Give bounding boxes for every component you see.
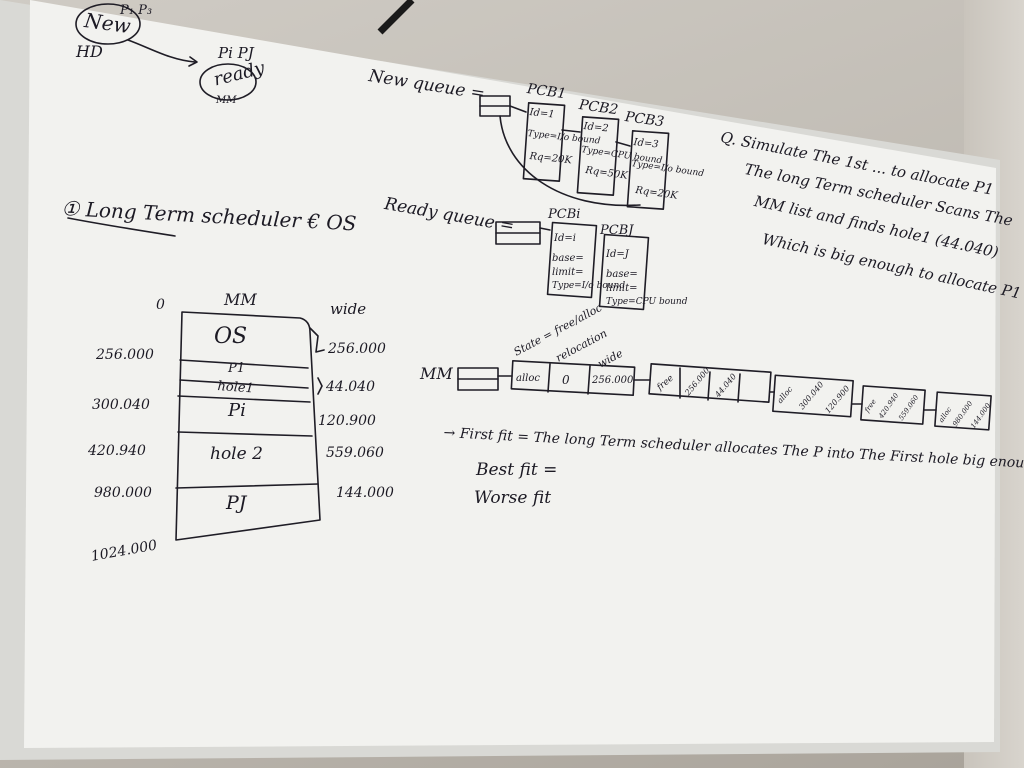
pcb-links [561, 129, 631, 147]
address-300040: 300.040 [92, 397, 150, 413]
partition-line [179, 359, 309, 369]
pcbi-base: base= [552, 253, 584, 264]
block-p1: P1 [228, 361, 246, 376]
pcb3-box [626, 130, 670, 210]
queue-tail-arrow [499, 115, 641, 207]
pcbi-limit: limit= [552, 267, 584, 278]
block-os: OS [214, 324, 248, 349]
mm-node-2 [648, 363, 772, 403]
worse-fit-text: Worse fit [474, 488, 552, 508]
mm-node-5 [934, 391, 992, 431]
node-dividers [633, 367, 741, 403]
new-to-ready-arrow [127, 39, 196, 63]
pcbj-limit: limit= [606, 283, 638, 294]
new-state-marks: P₁ P₃ [120, 3, 153, 18]
size-braces [309, 327, 325, 395]
arrow [457, 375, 513, 380]
marker-cable [377, 0, 415, 35]
partition-line [175, 483, 319, 489]
address-420940: 420.940 [88, 443, 146, 459]
pcbj-id: Id=J [606, 249, 629, 260]
pcbj-type: Type=CPU bound [606, 297, 688, 307]
pcbj-base: base= [606, 269, 638, 280]
arrowhead [188, 56, 198, 67]
pcbi-box [546, 221, 598, 299]
pcb1-box [522, 102, 566, 182]
arrow [539, 227, 551, 231]
pcbi-title: PCBi [548, 207, 581, 222]
pcbj-box [598, 233, 650, 311]
memory-zero: 0 [156, 297, 165, 313]
pcb2-box [576, 116, 620, 196]
node-dividers [547, 363, 591, 395]
mm-node-3 [772, 374, 854, 418]
node1-wide: 256.000 [592, 375, 634, 386]
size-144000: 144.000 [336, 485, 394, 501]
mm-node-4 [860, 385, 926, 425]
size-120900: 120.900 [318, 413, 376, 429]
node1-state: alloc [516, 373, 540, 384]
size-256000: 256.000 [328, 341, 386, 357]
board-surface [24, 0, 996, 748]
memory-outline [175, 311, 321, 541]
block-hole2: hole 2 [210, 444, 263, 464]
address-980000: 980.000 [94, 485, 152, 501]
partition-line [177, 395, 311, 403]
memory-wide-header: wide [330, 300, 367, 318]
block-pj: PJ [226, 492, 247, 514]
size-44040: 44.040 [326, 379, 375, 395]
process-labels: Pi PJ [218, 44, 254, 62]
node1-relocation: 0 [562, 373, 570, 387]
block-hole1: hole1 [217, 379, 255, 397]
pcbj-title: PCBJ [600, 223, 634, 238]
address-256000: 256.000 [96, 347, 154, 363]
hd-label: HD [76, 42, 103, 61]
arrow [769, 391, 863, 405]
pcbi-type: Type=I/o bound [552, 281, 626, 291]
mm-list-label: MM [420, 364, 453, 383]
new-state-ellipse [75, 3, 141, 45]
title-underline [67, 217, 176, 237]
ready-state-ellipse [199, 63, 257, 101]
best-fit-text: Best fit = [476, 460, 558, 480]
block-pi: Pi [228, 400, 246, 421]
arrow [509, 105, 527, 113]
mm-node-1 [510, 360, 636, 396]
mm-under-ready: MM [216, 95, 237, 106]
pcbi-id: Id=i [554, 233, 576, 244]
partition-line [179, 379, 309, 389]
partition-line [177, 431, 313, 437]
size-559060: 559.060 [326, 445, 384, 461]
memory-title: MM [224, 290, 257, 309]
